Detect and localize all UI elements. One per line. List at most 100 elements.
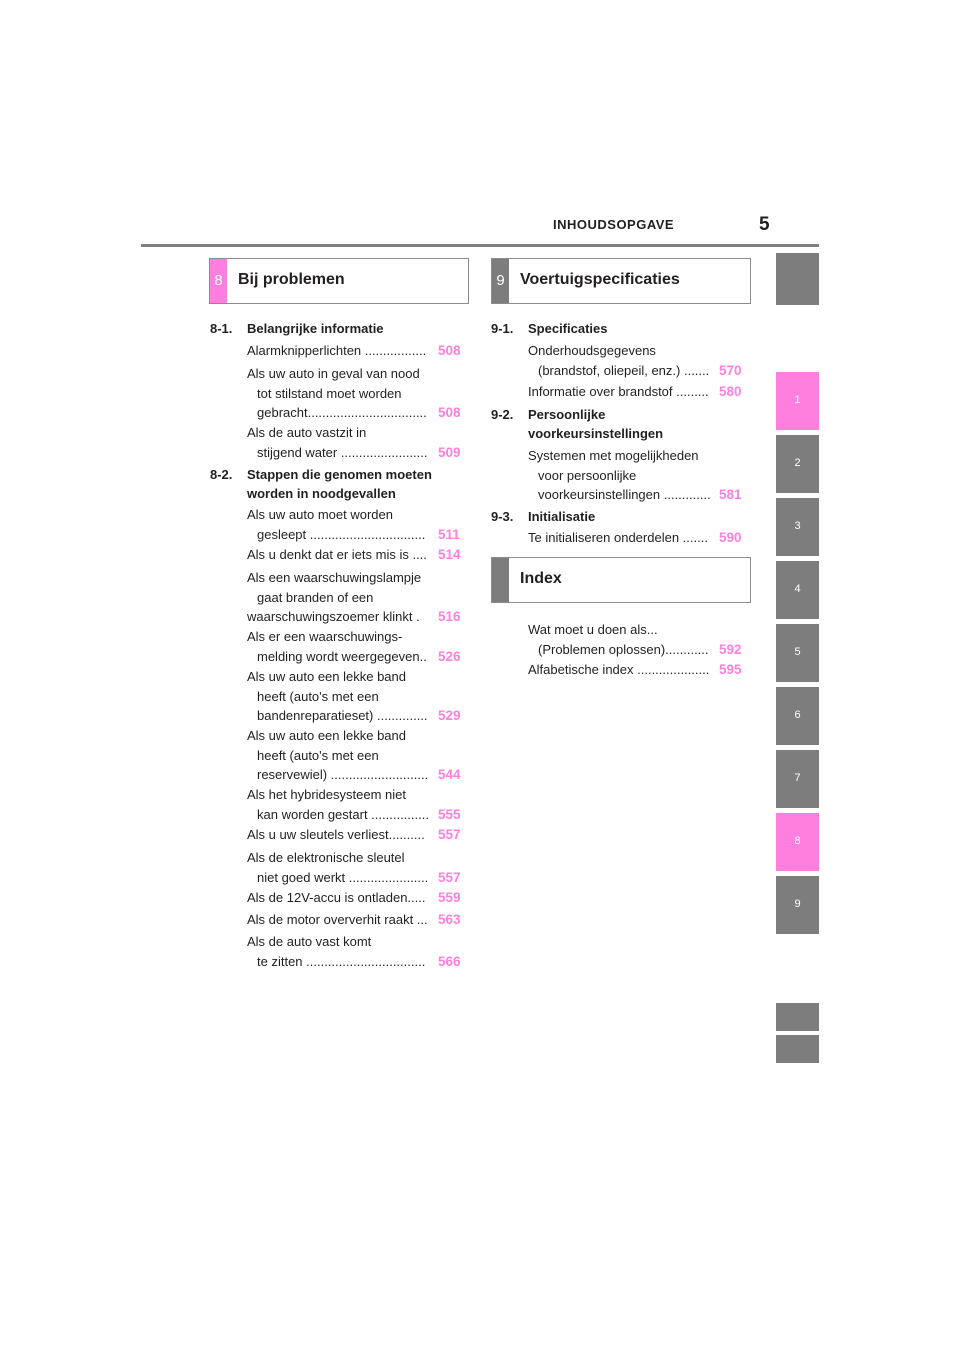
entry-text: Alfabetische index .................... <box>528 662 710 677</box>
toc-entry[interactable]: Als uw auto een lekke band heeft (auto's… <box>247 667 461 726</box>
page-reference: 590 <box>719 530 742 545</box>
label-text: Specificaties <box>528 321 608 336</box>
page-reference: 509 <box>438 444 461 460</box>
page-reference: 557 <box>438 869 461 885</box>
label-text: 5 <box>794 646 801 658</box>
label-text: Initialisatie <box>528 509 596 524</box>
toc-entry[interactable]: Als de elektronische sleutel niet goed w… <box>247 848 461 887</box>
entry-text: Als uw auto moet worden <box>247 507 393 522</box>
toc-entry[interactable]: Informatie over brandstof ......... 580 <box>528 382 742 402</box>
section-index-header[interactable]: Index <box>491 557 751 603</box>
label-text: 6 <box>794 709 801 721</box>
entry-text: Onderhoudsgegevens <box>528 343 656 358</box>
section-number: 8 <box>214 272 223 289</box>
page-reference: 570 <box>719 362 742 378</box>
chapter-tab-4[interactable]: 4 <box>776 561 819 619</box>
label-text: 8 <box>794 835 801 847</box>
label-text: worden in noodgevallen <box>247 486 396 501</box>
toc-entry[interactable]: Als de 12V-accu is ontladen..... 559 <box>247 888 461 908</box>
chapter-tab-index[interactable] <box>776 1035 819 1063</box>
entry-text: stijgend water ........................ <box>257 444 428 460</box>
page-reference: 544 <box>438 767 461 782</box>
entry-text: Als u uw sleutels verliest.......... <box>247 827 425 842</box>
toc-entry[interactable]: Alarmknipperlichten ................. 50… <box>247 341 461 361</box>
label-text: 9-3. <box>491 509 514 524</box>
section-tab: 8 <box>210 259 227 303</box>
entry-text: heeft (auto's met een <box>257 688 379 704</box>
section-9-header[interactable]: 9 Voertuigspecificaties <box>491 258 751 304</box>
chapter-tab-9[interactable]: 9 <box>776 876 819 934</box>
toc-entry[interactable]: Als de motor oververhit raakt ... 563 <box>247 910 461 930</box>
chapter-tab-7[interactable]: 7 <box>776 750 819 808</box>
entry-text: Als het hybridesysteem niet <box>247 787 406 802</box>
toc-entry[interactable]: Als het hybridesysteem niet kan worden g… <box>247 785 461 824</box>
entry-text: voorkeursinstellingen ............. <box>538 487 711 502</box>
header-divider <box>141 244 819 247</box>
chapter-tab-1[interactable]: 1 <box>776 372 819 430</box>
section-number: 9 <box>496 272 505 289</box>
toc-entry[interactable]: Als uw auto een lekke band heeft (auto's… <box>247 726 461 785</box>
chapter-tab-5[interactable]: 5 <box>776 624 819 682</box>
toc-entry[interactable]: Als de auto vast komt te zitten ........… <box>247 932 461 971</box>
toc-entry[interactable]: Als de auto vastzit in stijgend water ..… <box>247 423 461 462</box>
page-reference: 592 <box>719 641 742 657</box>
entry-text: Wat moet u doen als... <box>528 622 658 637</box>
section-title: Voertuigspecificaties <box>520 271 680 288</box>
toc-entry[interactable]: Als u uw sleutels verliest.......... 557 <box>247 825 461 845</box>
chapter-tab-2[interactable]: 2 <box>776 435 819 493</box>
page-reference: 529 <box>438 708 461 723</box>
toc-entry[interactable]: Alfabetische index .................... … <box>528 660 742 680</box>
page-reference: 566 <box>438 953 461 969</box>
header-title: INHOUDSOPGAVE <box>553 217 675 232</box>
page-reference: 563 <box>438 912 461 927</box>
entry-text: bandenreparatieset) .............. <box>257 708 428 723</box>
entry-text: Informatie over brandstof ......... <box>528 384 709 399</box>
toc-entry[interactable]: Als u denkt dat er iets mis is .... 514 <box>247 545 461 565</box>
entry-text: Systemen met mogelijkheden <box>528 448 699 463</box>
entry-text: Als er een waarschuwings- <box>247 629 403 644</box>
entry-text: Als de 12V-accu is ontladen..... <box>247 890 426 905</box>
chapter-tab-3[interactable]: 3 <box>776 498 819 556</box>
entry-text: tot stilstand moet worden <box>257 385 402 401</box>
entry-text: melding wordt weergegeven.. <box>257 648 427 664</box>
entry-text: gebracht................................… <box>257 405 427 420</box>
entry-text: Als uw auto een lekke band <box>247 669 406 684</box>
entry-text: Als een waarschuwingslampje <box>247 570 422 585</box>
toc-entry[interactable]: Wat moet u doen als... (Problemen oploss… <box>528 620 742 659</box>
entry-text: Als de motor oververhit raakt ... <box>247 912 428 927</box>
page-number: 5 <box>759 214 770 235</box>
label-text: 4 <box>794 583 801 595</box>
label-text: 9 <box>794 898 801 910</box>
toc-entry[interactable]: Systemen met mogelijkheden voor persoonl… <box>528 446 742 505</box>
label-text: 3 <box>794 520 801 532</box>
page-reference: 595 <box>719 662 742 677</box>
chapter-tab-6[interactable]: 6 <box>776 687 819 745</box>
toc-entry[interactable]: Als een waarschuwingslampje gaat branden… <box>247 568 461 627</box>
section-tab <box>492 558 509 602</box>
toc-entry[interactable]: Te initialiseren onderdelen ....... 590 <box>528 528 742 548</box>
chapter-tab-8[interactable]: 8 <box>776 813 819 871</box>
toc-entry[interactable]: Als er een waarschuwings- melding wordt … <box>247 627 461 666</box>
chapter-tab-toc[interactable] <box>776 253 819 305</box>
entry-text: kan worden gestart ................ <box>257 806 429 822</box>
toc-entry[interactable]: Als uw auto moet worden gesleept .......… <box>247 505 460 544</box>
entry-text: voor persoonlijke <box>538 467 637 483</box>
entry-text: heeft (auto's met een <box>257 747 379 763</box>
page-reference: 581 <box>719 487 742 502</box>
label-text: Belangrijke informatie <box>247 321 384 336</box>
label-text: 7 <box>794 772 801 784</box>
section-8-header[interactable]: 8 Bij problemen <box>209 258 469 304</box>
toc-entry[interactable]: Onderhoudsgegevens (brandstof, oliepeil,… <box>528 341 742 380</box>
entry-text: Als de auto vastzit in <box>247 425 367 440</box>
entry-text: Als u denkt dat er iets mis is .... <box>247 547 427 562</box>
label-text: Persoonlijke <box>528 407 606 422</box>
entry-text: waarschuwingszoemer klinkt . <box>247 609 420 624</box>
page-reference: 557 <box>438 827 461 842</box>
label-text: voorkeursinstellingen <box>528 426 664 441</box>
toc-entry[interactable]: Als uw auto in geval van nood tot stilst… <box>247 364 461 423</box>
label-text: 8-2. <box>210 467 233 482</box>
label-text: 8-1. <box>210 321 233 336</box>
entry-text: niet goed werkt ...................... <box>257 869 429 885</box>
chapter-tab-blank[interactable] <box>776 1003 819 1031</box>
entry-text: Als de elektronische sleutel <box>247 850 405 865</box>
